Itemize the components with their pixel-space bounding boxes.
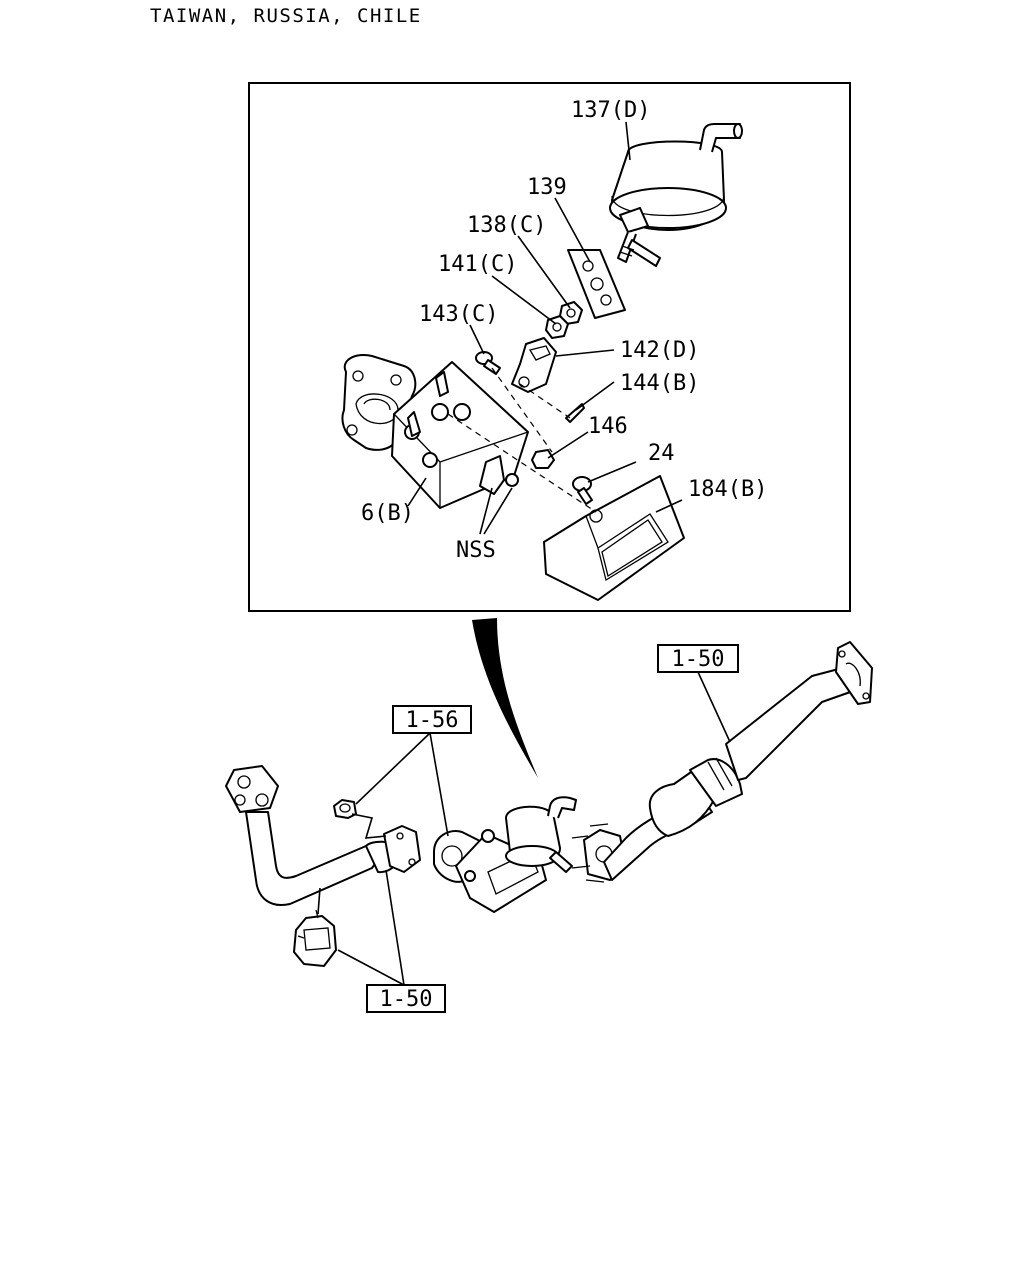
ref-1-50-top: 1-50 xyxy=(672,647,725,672)
pipe-clamp xyxy=(293,909,337,967)
rear-exhaust-pipe xyxy=(603,641,873,881)
callout-143: 143(C) xyxy=(419,302,498,327)
callout-141: 141(C) xyxy=(438,252,517,277)
assembly-leader-lines xyxy=(317,671,731,986)
link-lever-142 xyxy=(511,337,557,393)
callout-142: 142(D) xyxy=(620,338,699,363)
ref-box-1-50-bottom: 1-50 xyxy=(366,984,446,1013)
ref-box-1-56: 1-56 xyxy=(392,705,472,734)
gasket-spring-line xyxy=(351,813,387,839)
region-header: TAIWAN, RUSSIA, CHILE xyxy=(150,5,422,27)
gasket-nut xyxy=(333,799,357,819)
callout-144: 144(B) xyxy=(620,371,699,396)
callout-138: 138(C) xyxy=(467,213,546,238)
callout-nss: NSS xyxy=(456,538,496,563)
ref-box-1-50-top: 1-50 xyxy=(657,644,739,673)
gasket-139 xyxy=(567,249,626,319)
assembly-centerlines xyxy=(447,367,597,513)
ref-1-56: 1-56 xyxy=(406,708,459,733)
callout-6: 6(B) xyxy=(361,501,414,526)
callout-184: 184(B) xyxy=(688,477,767,502)
callout-137: 137(D) xyxy=(571,98,650,123)
nut-146 xyxy=(531,449,555,469)
callout-139: 139 xyxy=(527,175,567,200)
pipe-flange xyxy=(383,825,421,873)
callout-146: 146 xyxy=(588,414,628,439)
inset-leader-lines xyxy=(407,121,683,535)
actuator-canister-137 xyxy=(609,123,743,267)
heat-shield-184 xyxy=(543,475,685,601)
detail-pointer-wedge xyxy=(472,618,538,778)
valve-body-6 xyxy=(341,354,529,509)
bolt-24 xyxy=(572,476,593,505)
detail-inset-frame xyxy=(248,82,851,612)
exhaust-brake-assembly xyxy=(433,796,577,913)
callout-24: 24 xyxy=(648,441,675,466)
ref-1-50-bottom: 1-50 xyxy=(380,987,433,1012)
bolt-143 xyxy=(475,351,501,375)
